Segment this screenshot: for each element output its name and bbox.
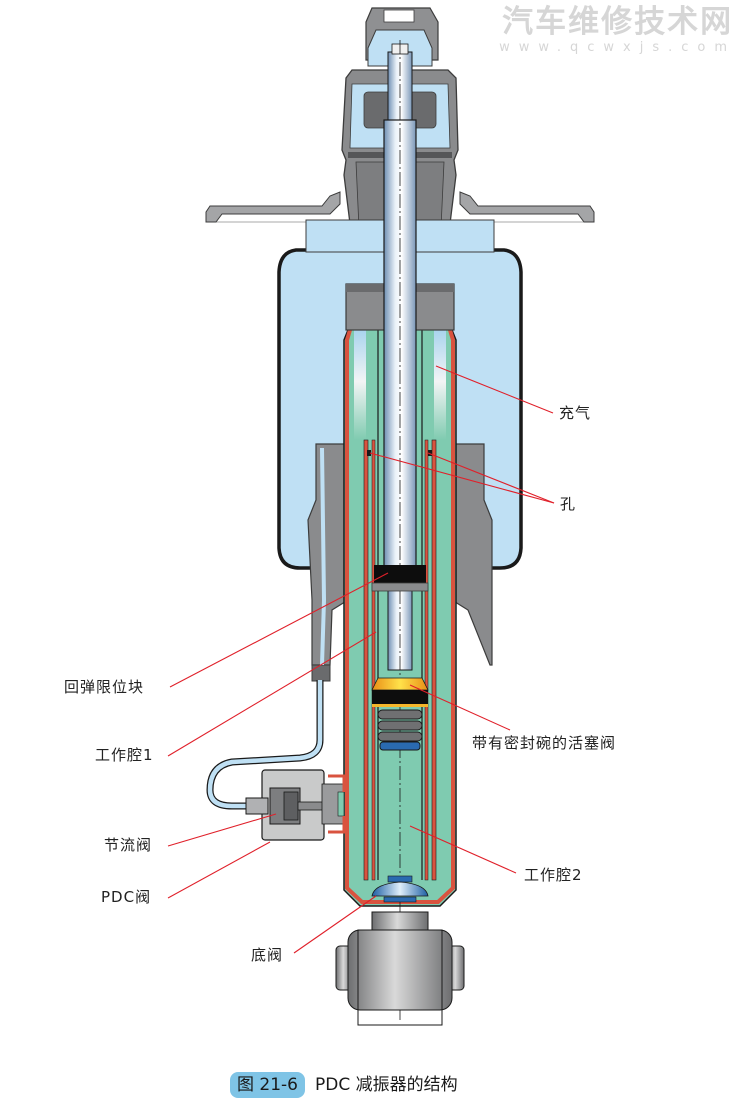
figure-title: PDC 减振器的结构 [315,1075,458,1095]
valve-spring [377,709,423,751]
label-chamber2: 工作腔2 [524,866,583,884]
label-chamber1: 工作腔1 [95,746,154,764]
leader-piston-valve [409,684,511,731]
leader-hole-left [369,452,555,504]
lower-eye-mount [335,911,465,1026]
watermark-url: www.qcwxjs.com [499,40,736,55]
piston-valve [371,677,429,707]
label-base-valve: 底阀 [251,946,284,964]
leader-throttle-valve [167,813,277,847]
figure-number-badge: 图 21-6 [230,1072,305,1098]
watermark: 汽车维修技术网 www.qcwxjs.com [499,4,736,56]
hole-left [367,450,371,456]
label-piston-valve: 带有密封碗的活塞阀 [472,734,617,752]
leader-chamber1 [167,631,377,757]
watermark-title: 汽车维修技术网 [502,4,734,40]
hole-right [428,450,432,456]
mount-plate [205,191,595,223]
label-throttle-valve: 节流阀 [104,836,153,854]
figure-caption: 图 21-6 PDC 减振器的结构 [230,1072,458,1098]
leader-lines [167,365,555,954]
label-hole: 孔 [560,495,577,513]
leader-hole-right [427,452,555,504]
label-rebound-stop: 回弹限位块 [64,678,145,696]
label-pdc-valve: PDC阀 [101,888,152,906]
leader-base-valve [293,895,377,954]
leader-pdc-valve [167,841,271,899]
pdc-valve [245,769,346,841]
leader-rebound-stop [169,572,389,688]
leader-charge [435,365,554,414]
base-valve [371,875,429,903]
rebound-stop [374,565,426,583]
label-charge: 充气 [559,404,592,422]
leader-chamber2 [409,825,517,874]
piston-rod [383,40,417,1020]
